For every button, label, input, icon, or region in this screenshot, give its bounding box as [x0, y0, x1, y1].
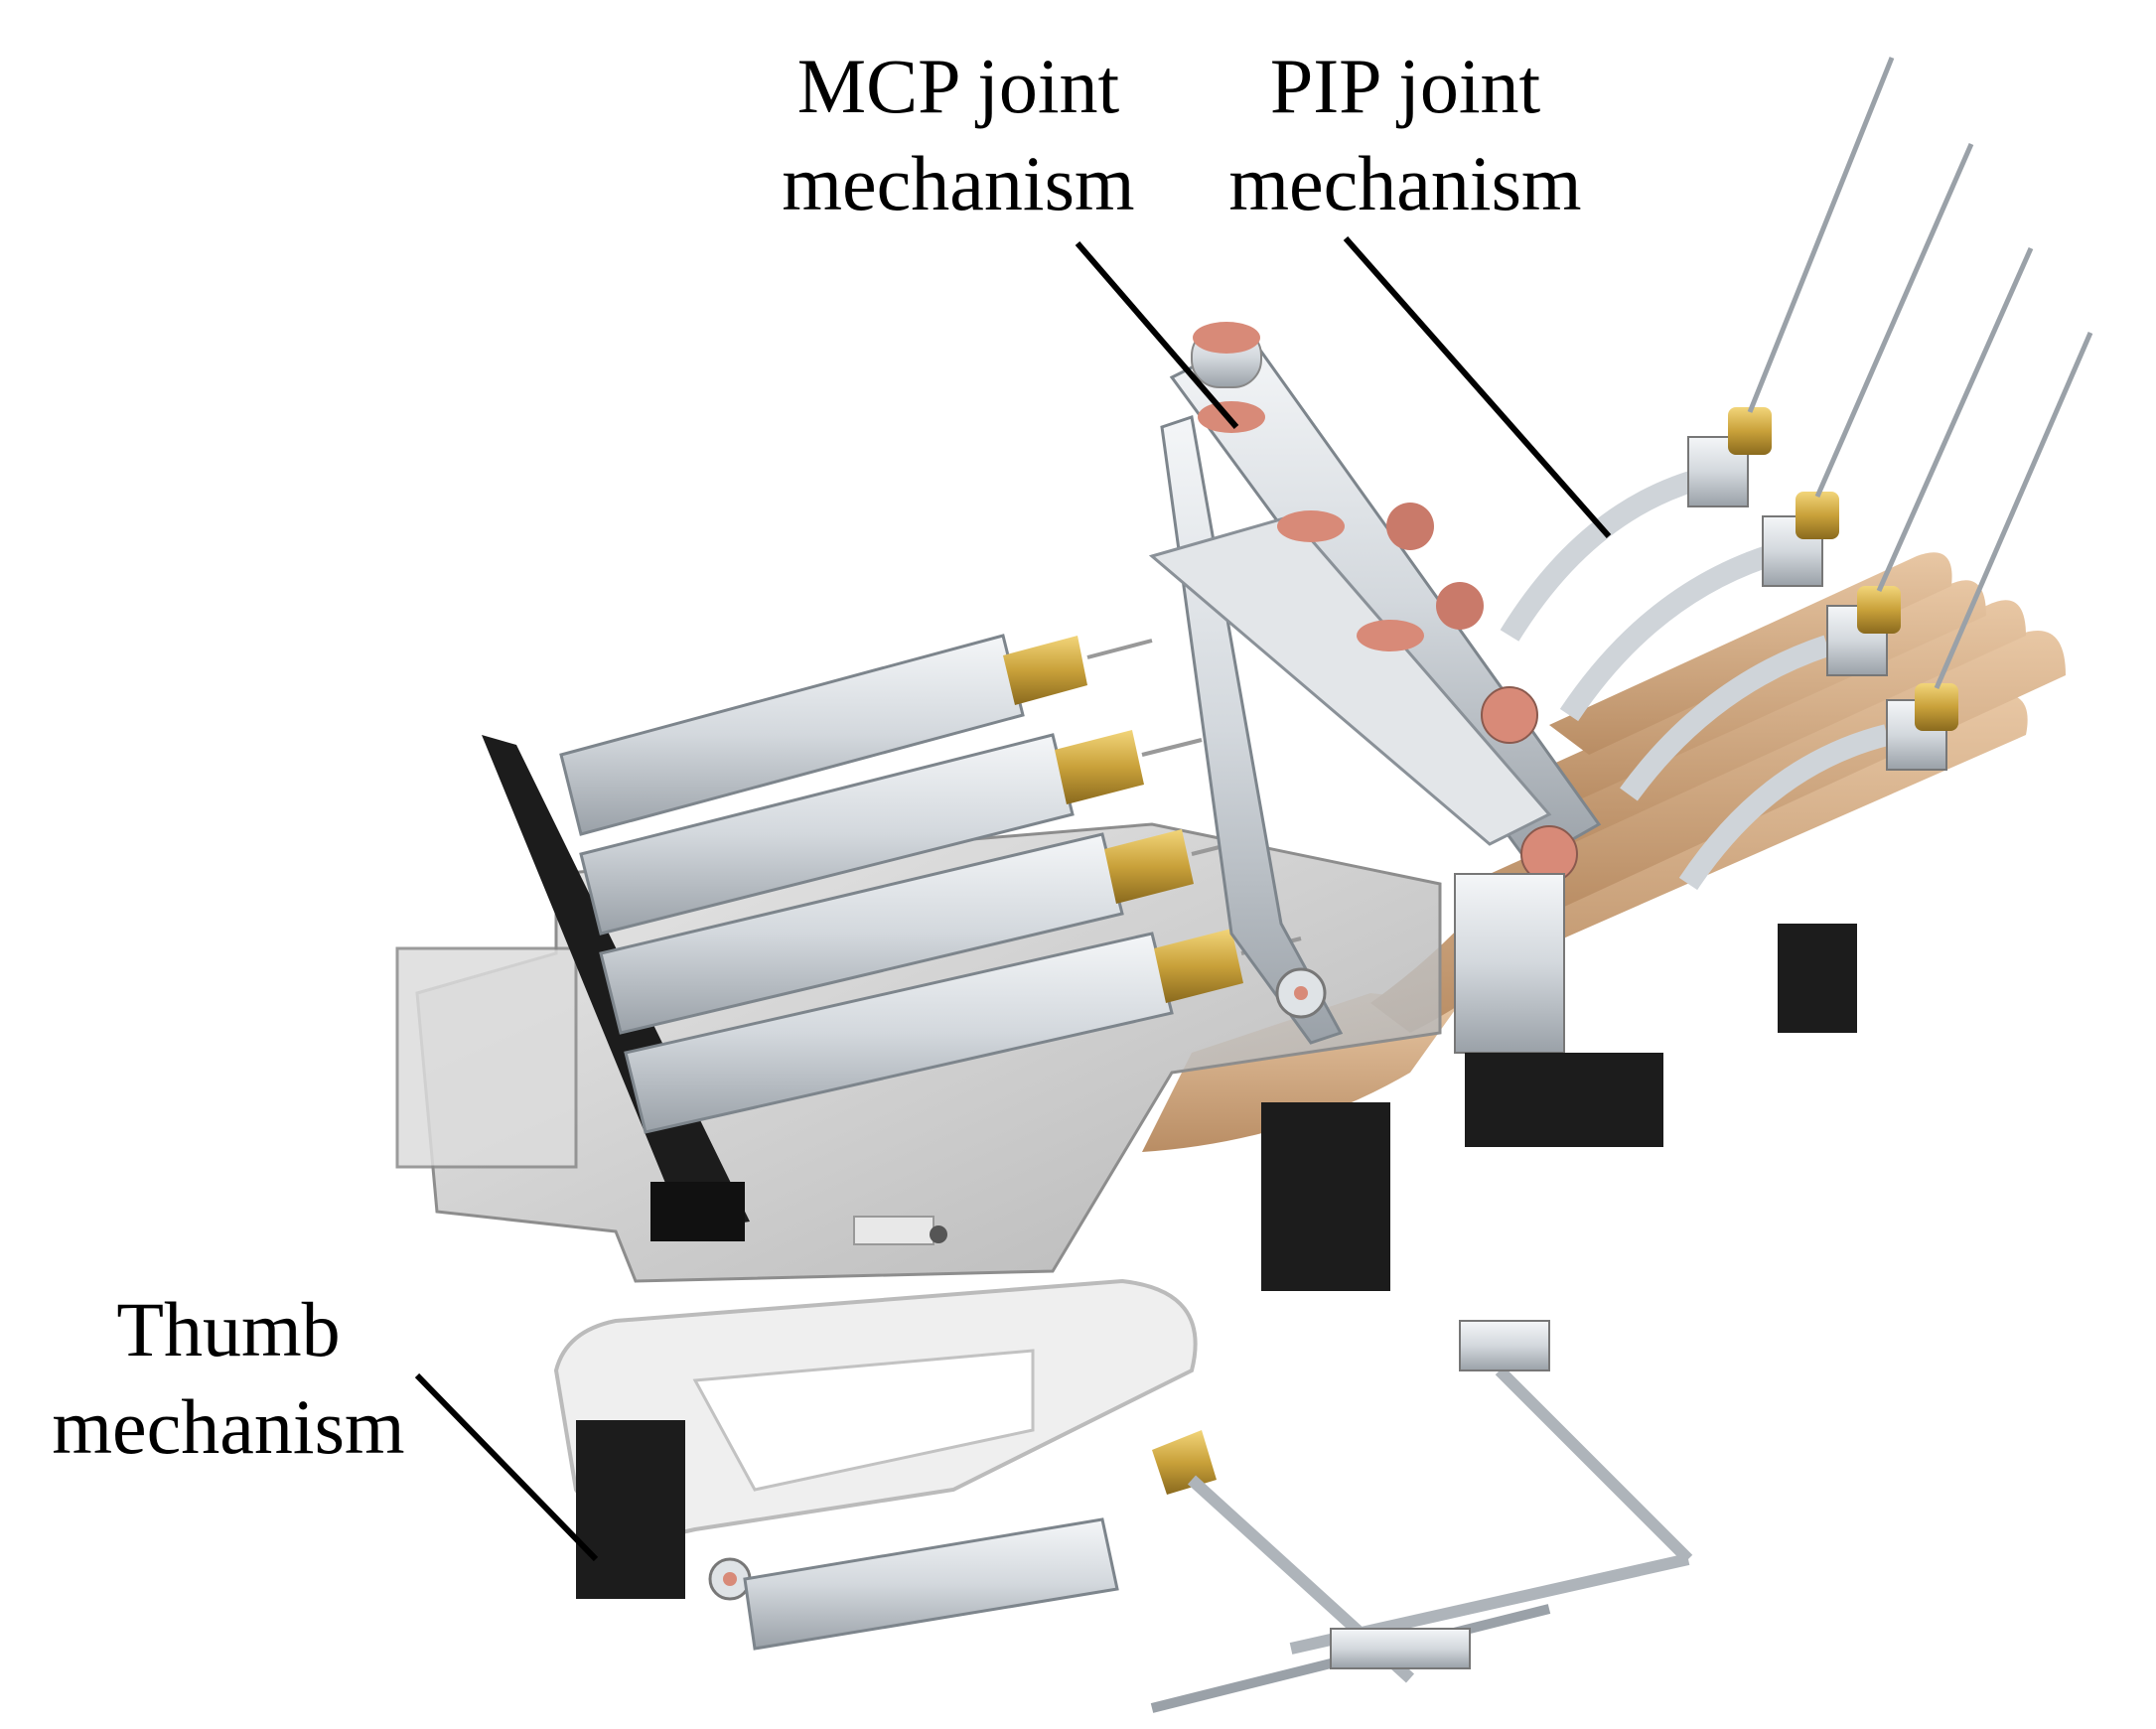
actuator-1 — [559, 634, 1153, 836]
thumb-label-line2: mechanism — [52, 1383, 405, 1470]
linear-actuators — [559, 634, 1302, 1134]
pip-joint-mechanism — [1454, 57, 2093, 1147]
wrist-strap — [1261, 1102, 1390, 1291]
mcp-leader-line — [1075, 241, 1239, 429]
pip-joint-label: PIP joint mechanism — [1197, 38, 1614, 232]
mcp-label-line1: MCP joint — [796, 43, 1120, 129]
mcp-joint-label: MCP joint mechanism — [750, 38, 1167, 232]
mcp-joint-mechanism — [1148, 322, 1602, 1045]
thumb-mechanism — [553, 1278, 1693, 1713]
pip-label-line2: mechanism — [1228, 140, 1582, 226]
leader-lines — [414, 236, 1612, 1562]
actuator-3 — [599, 829, 1252, 1035]
thumb-leader-line — [414, 1372, 599, 1562]
actuator-2 — [579, 730, 1203, 936]
mcp-label-line2: mechanism — [782, 140, 1135, 226]
pip-label-line1: PIP joint — [1269, 43, 1541, 129]
thumb-label-line1: Thumb — [116, 1286, 341, 1372]
thumb-label: Thumb mechanism — [20, 1281, 437, 1476]
pip-leader-line — [1343, 236, 1612, 538]
